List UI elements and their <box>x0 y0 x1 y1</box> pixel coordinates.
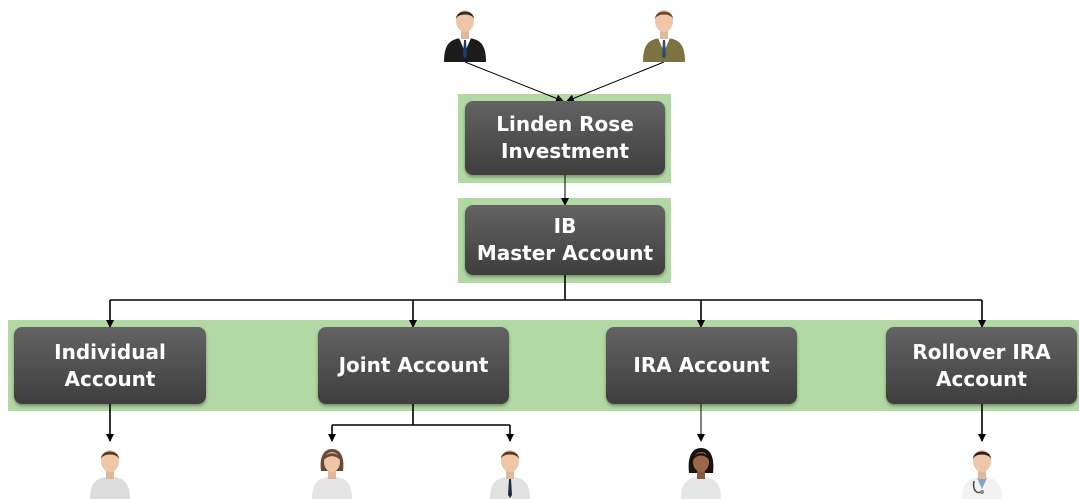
rollover-ira-account-box: Rollover IRA Account <box>886 327 1077 404</box>
individual-account-box: Individual Account <box>14 327 206 404</box>
man-tie-icon <box>490 450 530 499</box>
businessman-olive-suit-icon <box>643 10 685 62</box>
ira-account-box: IRA Account <box>606 327 797 404</box>
owner-1-arrow <box>464 61 564 103</box>
doctor-icon <box>962 450 1002 499</box>
linden-rose-investment-box: Linden Rose Investment <box>465 101 665 175</box>
businessman-black-suit-icon <box>444 10 486 62</box>
woman-icon <box>312 449 352 499</box>
man-casual-icon <box>90 450 130 499</box>
owner-2-arrow <box>566 61 665 103</box>
ib-master-account-box: IB Master Account <box>465 205 665 275</box>
woman-dark-hair-icon <box>681 448 721 499</box>
joint-account-box: Joint Account <box>318 327 509 404</box>
